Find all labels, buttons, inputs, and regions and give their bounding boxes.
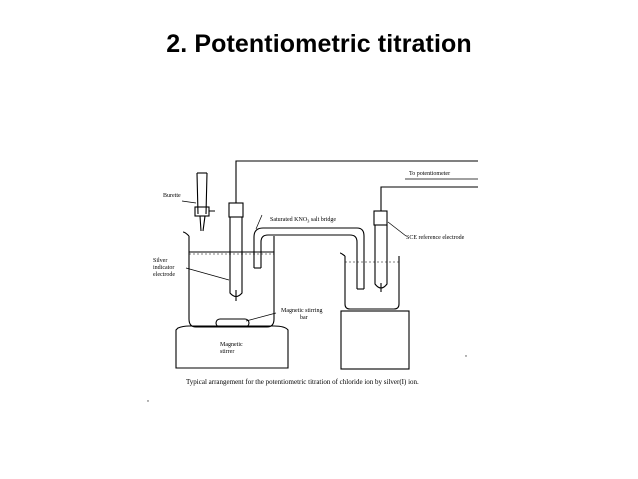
wire-indicator — [235, 160, 478, 203]
right-beaker — [339, 252, 400, 310]
stirring-bar — [215, 318, 250, 328]
support-block — [340, 310, 410, 370]
label-sce: SCE reference electrode — [406, 234, 465, 241]
label-stirring-bar: Magnetic stirring bar — [281, 308, 324, 321]
sce-electrode-cap — [373, 210, 388, 226]
slide-title: 2. Potentiometric titration — [166, 30, 472, 58]
label-to-potentiometer: To potentiometer — [409, 171, 450, 177]
burette-tip — [199, 210, 215, 232]
silver-electrode-body — [229, 217, 243, 298]
label-burette: Burette — [163, 193, 181, 199]
figure-caption: Typical arrangement for the potentiometr… — [186, 378, 419, 386]
wire-reference — [380, 186, 478, 211]
label-magnetic-stirrer: Magnetic stirrer — [220, 342, 244, 355]
silver-electrode-cap — [228, 202, 244, 218]
label-silver-electrode: Silver indicator electrode — [153, 258, 176, 278]
salt-bridge — [253, 227, 365, 289]
sce-electrode-body — [374, 225, 388, 289]
label-salt-bridge: Saturated KNO3 salt bridge — [270, 217, 336, 224]
burette-stopcock — [194, 206, 210, 217]
magnetic-stirrer — [175, 325, 289, 369]
burette-body — [196, 172, 208, 215]
